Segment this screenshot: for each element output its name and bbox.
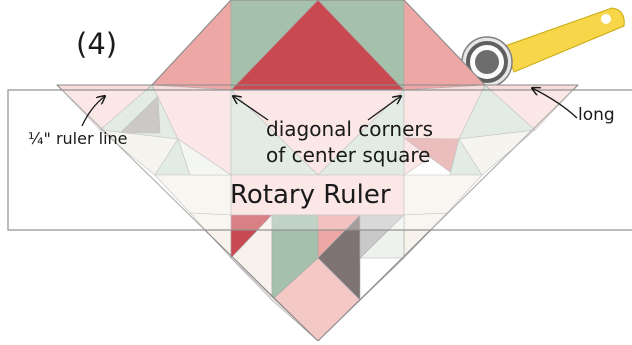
long-edge-label: long [578,107,615,124]
diagonal-corners-label: diagonal corners [266,119,433,139]
rotary-ruler-label: Rotary Ruler [230,182,391,208]
cutter-hub [475,50,499,74]
step-number: (4) [76,30,117,59]
rotary-cutter-icon [462,8,624,87]
center-square-label: of center square [266,145,430,165]
cutter-handle-hole [601,14,611,24]
quarter-ruler-line-label: ¼" ruler line [28,131,128,147]
